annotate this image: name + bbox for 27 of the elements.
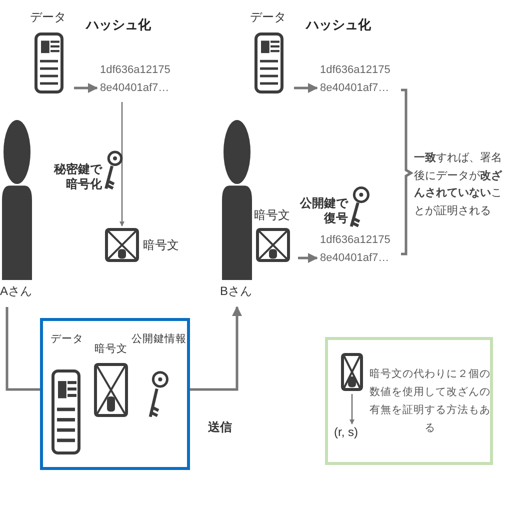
caption-text: データ [30, 10, 67, 25]
arrow [190, 306, 242, 391]
note-text: 暗号文の代わりに２個の数値を使用して改ざんの有無を証明する方法もある [368, 367, 492, 436]
caption-text: データ [250, 10, 287, 25]
package-box [40, 318, 190, 470]
edge-label: 公開鍵で復号 [298, 196, 348, 226]
heading: ハッシュ化 [86, 17, 152, 34]
caption-text: (r, s) [334, 425, 359, 440]
arrow [294, 83, 318, 93]
caption-text: 暗号文 [254, 208, 291, 223]
note-box [325, 337, 493, 465]
caption-text: 公開鍵情報 [131, 333, 187, 346]
connector-line [6, 307, 40, 391]
caption-text: Aさん [0, 284, 34, 299]
caption-text: Bさん [220, 284, 254, 299]
hash-value: 1df636a12175 8e40401af7… [100, 63, 172, 96]
hash-value: 1df636a12175 8e40401af7… [320, 63, 392, 96]
arrow [74, 83, 98, 93]
arrow [119, 102, 125, 227]
heading: ハッシュ化 [306, 17, 372, 34]
arrow [298, 253, 318, 263]
conclusion-text: 一致すれば、署名後にデータが改ざんされていないことが証明される [414, 151, 504, 219]
arrow [349, 394, 355, 425]
caption-text: 暗号文 [94, 343, 128, 356]
caption-text: 暗号文 [143, 238, 180, 253]
hash-value: 1df636a12175 8e40401af7… [320, 233, 392, 266]
caption-text: データ [50, 333, 84, 346]
